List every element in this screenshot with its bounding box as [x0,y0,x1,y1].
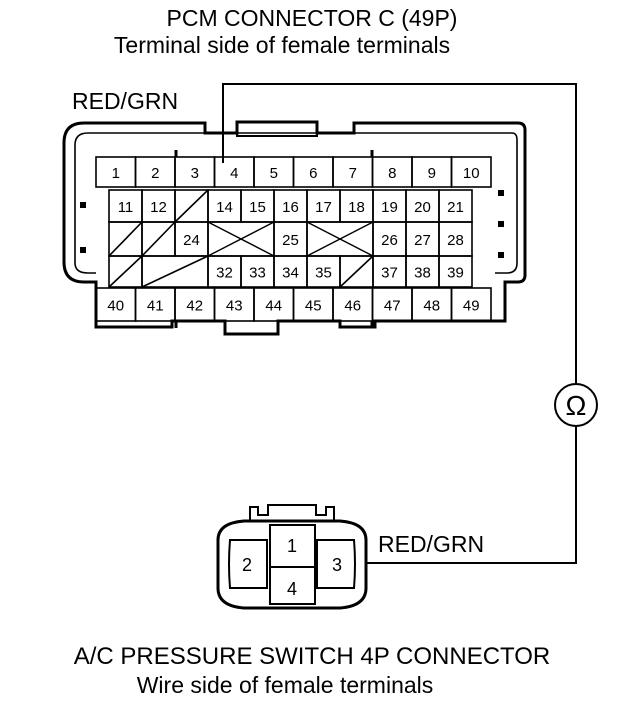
pcm-terminal-row4-9-cell [438,255,473,288]
pcm-terminal-row5-1: 41 [147,298,164,315]
pcm-terminal-row5-0: 40 [107,298,124,315]
pcm-terminal-row5-3: 43 [226,298,243,315]
pcm-terminal-row1-8: 9 [428,165,436,182]
pcm-terminal-row5-9-cell [450,287,492,322]
blank-slash [141,255,209,288]
pcm-terminal-row4-8: 38 [414,265,431,282]
pcm-terminal-row2-1: 12 [150,199,167,216]
pcm-terminal-row2-3: 14 [216,199,233,216]
pcm-terminal-row5-5: 45 [305,298,322,315]
pcm-terminal-row1-7: 8 [388,165,396,182]
ac-switch-connector-body: 1 2 3 4 [216,504,368,610]
pcm-terminal-row2-4: 15 [249,199,266,216]
pcm-terminal-row4-5: 35 [315,265,332,282]
pcm-terminal-row3-6: 26 [381,232,398,249]
pcm-terminal-row1-2: 3 [191,165,199,182]
blank-cross [306,221,374,257]
switch-terminal-1: 1 [287,536,297,556]
blank-slash [174,189,209,223]
switch-terminal-2: 2 [242,555,252,575]
test-wire [222,83,577,384]
switch-wire-color-label: RED/GRN [378,531,485,557]
pcm-terminal-row2-0: 11 [118,199,134,216]
pcm-connector-subtitle: Terminal side of female terminals [113,32,451,58]
pcm-terminal-row1-1: 2 [151,165,159,182]
ohm-symbol: Ω [566,390,587,421]
switch-terminal-4: 4 [287,579,297,599]
pcm-terminal-row5-4: 44 [265,298,282,315]
pcm-terminal-row4-4: 34 [282,265,299,282]
pcm-terminal-row1-9: 10 [463,165,480,182]
pcm-terminal-row4-2: 32 [216,265,233,282]
pcm-terminal-row5-8: 48 [423,298,440,315]
switch-connector-subtitle: Wire side of female terminals [136,672,434,698]
pcm-terminal-row4-9: 39 [447,265,464,282]
pcm-terminal-row4-3: 33 [249,265,266,282]
blank-slash [339,255,374,288]
pcm-terminal-row5-7: 47 [384,298,401,315]
pcm-terminal-row4-7: 37 [381,265,398,282]
pcm-terminal-row2-6: 17 [315,199,332,216]
blank-slash [108,221,143,257]
ohmmeter-icon: Ω [554,383,598,427]
pcm-terminal-row1-6: 7 [349,165,357,182]
pcm-terminal-row1-0: 1 [112,165,120,182]
pcm-terminal-row2-7: 18 [348,199,365,216]
pcm-terminal-row2-8: 19 [381,199,398,216]
pcm-terminal-row1-9-cell [450,156,492,188]
test-wire-lower [366,426,577,564]
pcm-terminal-row5-9: 49 [463,298,480,315]
pcm-terminal-row2-9: 20 [414,199,431,216]
pcm-terminal-row1-5: 6 [309,165,317,182]
switch-terminal-3: 3 [332,555,342,575]
blank-cross [207,221,275,257]
pcm-terminal-row2-5: 16 [282,199,299,216]
switch-connector-title: A/C PRESSURE SWITCH 4P CONNECTOR [73,643,551,670]
pcm-terminal-row3-8: 28 [447,232,464,249]
pcm-terminal-row1-4: 5 [270,165,278,182]
pcm-connector-title: PCM CONNECTOR C (49P) [166,5,458,31]
pcm-wire-color-label: RED/GRN [72,88,179,114]
pcm-terminal-row5-2: 42 [186,298,203,315]
blank-slash [108,255,143,288]
pcm-terminal-row3-7: 27 [414,232,431,249]
blank-slash [141,221,176,257]
pcm-terminal-row3-4: 25 [282,232,299,249]
pcm-terminal-row1-3: 4 [230,165,238,182]
pcm-terminal-row3-2: 24 [183,232,200,249]
pcm-terminal-row5-6: 46 [344,298,361,315]
pcm-connector-body [62,120,527,336]
pcm-terminal-row2-10: 21 [447,199,464,216]
